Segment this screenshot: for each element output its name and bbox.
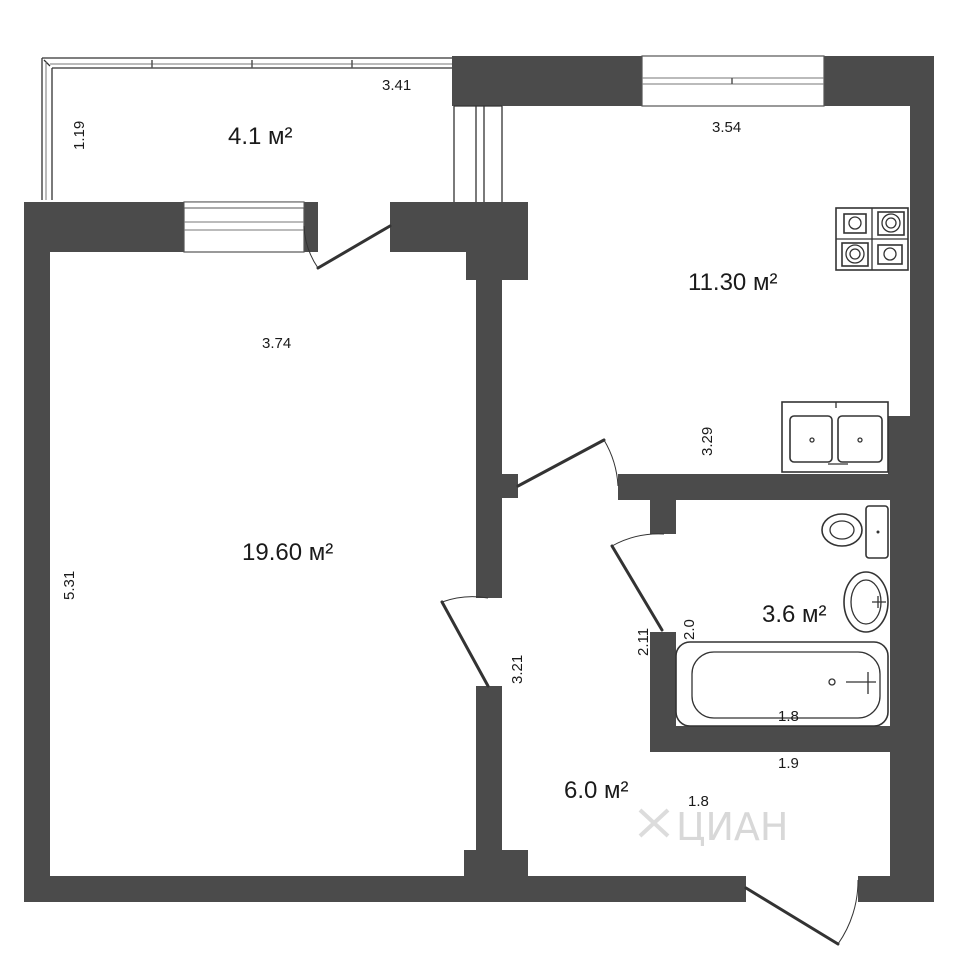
kitchen-area: 11.30 м²: [688, 269, 777, 296]
hallway-width-lower: 1.8: [688, 793, 709, 810]
balcony-width: 3.41: [382, 77, 411, 94]
hallway-width: 1.9: [778, 755, 799, 772]
kitchen-depth: 3.29: [699, 427, 716, 456]
bathroom-height: 2.0: [681, 619, 698, 640]
bathroom-labels: 3.6 м² 2.0 2.11 1.8: [635, 601, 827, 725]
living-room-area: 19.60 м²: [242, 539, 333, 566]
walls: [24, 56, 934, 902]
bathroom-area: 3.6 м²: [762, 601, 827, 628]
hallway-labels: 6.0 м² 3.21 1.9 1.8: [509, 655, 799, 810]
door-kitchen: [516, 438, 619, 488]
balcony-area: 4.1 м²: [228, 123, 293, 150]
living-room-labels: 19.60 м² 3.74 5.31: [61, 335, 333, 600]
bathroom-width: 1.8: [778, 708, 799, 725]
stove: [835, 207, 909, 271]
window-kitchen: [641, 55, 825, 107]
window-living-room: [183, 201, 305, 253]
kitchen-labels: 11.30 м² 3.54 3.29: [688, 119, 777, 456]
balcony: [41, 57, 503, 202]
watermark: ЦИАН: [638, 805, 789, 849]
door-balcony: [303, 224, 392, 270]
bathtub: [675, 641, 889, 727]
balcony-depth: 1.19: [71, 121, 88, 150]
hallway-length: 3.21: [509, 655, 526, 684]
door-entrance: [744, 879, 859, 946]
toilet: [821, 505, 889, 559]
kitchen-sink: [781, 401, 889, 473]
bathroom-sink: [843, 571, 889, 633]
kitchen-width: 3.54: [712, 119, 741, 136]
door-bathroom: [610, 533, 665, 632]
living-room-width: 3.74: [262, 335, 291, 352]
hallway-area: 6.0 м²: [564, 777, 629, 804]
living-room-depth: 5.31: [61, 571, 78, 600]
door-living-room: [440, 596, 490, 688]
watermark-text: ЦИАН: [676, 805, 789, 849]
balcony-labels: 4.1 м² 3.41 1.19: [71, 77, 411, 150]
bathroom-wall-length: 2.11: [635, 628, 652, 656]
